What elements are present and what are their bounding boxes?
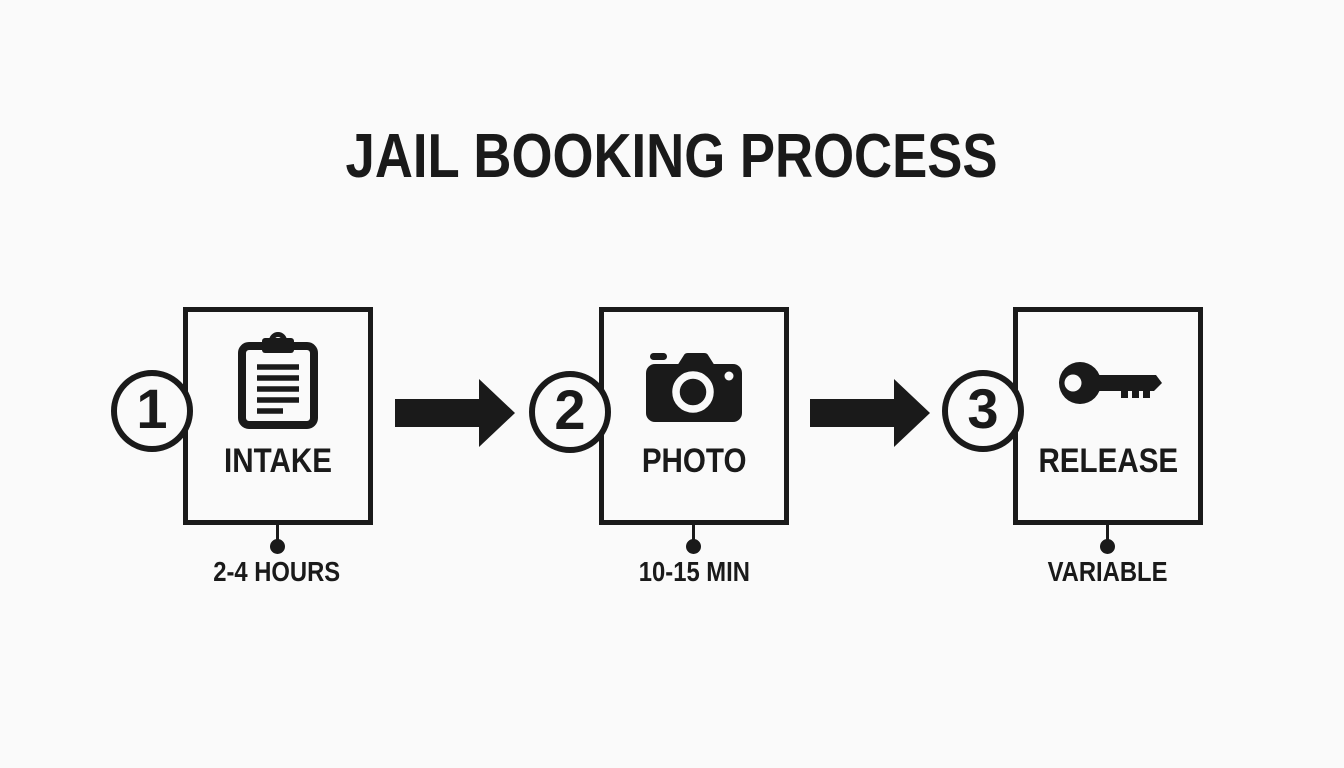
clipboard-icon xyxy=(238,331,318,429)
duration-label: 2-4 HOURS xyxy=(213,556,341,587)
arrow-right-icon xyxy=(810,379,930,447)
step-icon-wrap xyxy=(604,312,784,448)
connector-line xyxy=(692,523,695,542)
step-number-badge: 1 xyxy=(111,370,193,452)
step-number-badge: 3 xyxy=(942,370,1024,452)
arrow-right-icon xyxy=(395,379,515,447)
diagram-title: JAIL BOOKING PROCESS xyxy=(0,121,1344,192)
camera-icon xyxy=(646,353,742,422)
step-label: RELEASE xyxy=(1038,442,1178,480)
duration-label: 10-15 MIN xyxy=(638,556,750,587)
step-label: PHOTO xyxy=(641,442,747,480)
step-box-intake: INTAKE xyxy=(183,307,373,525)
duration-label: VARIABLE xyxy=(1048,556,1168,587)
step-icon-wrap xyxy=(1018,312,1198,448)
step-number-badge: 2 xyxy=(529,371,611,453)
connector-dot xyxy=(270,539,285,554)
connector-dot xyxy=(1100,539,1115,554)
step-icon-wrap xyxy=(188,312,368,448)
step-label: INTAKE xyxy=(224,442,332,480)
connector-line xyxy=(1106,523,1109,542)
step-box-photo: PHOTO xyxy=(599,307,789,525)
connector-dot xyxy=(686,539,701,554)
key-icon xyxy=(1059,362,1162,404)
step-box-release: RELEASE xyxy=(1013,307,1203,525)
connector-line xyxy=(276,523,279,542)
diagram-title-text: JAIL BOOKING PROCESS xyxy=(345,122,999,191)
